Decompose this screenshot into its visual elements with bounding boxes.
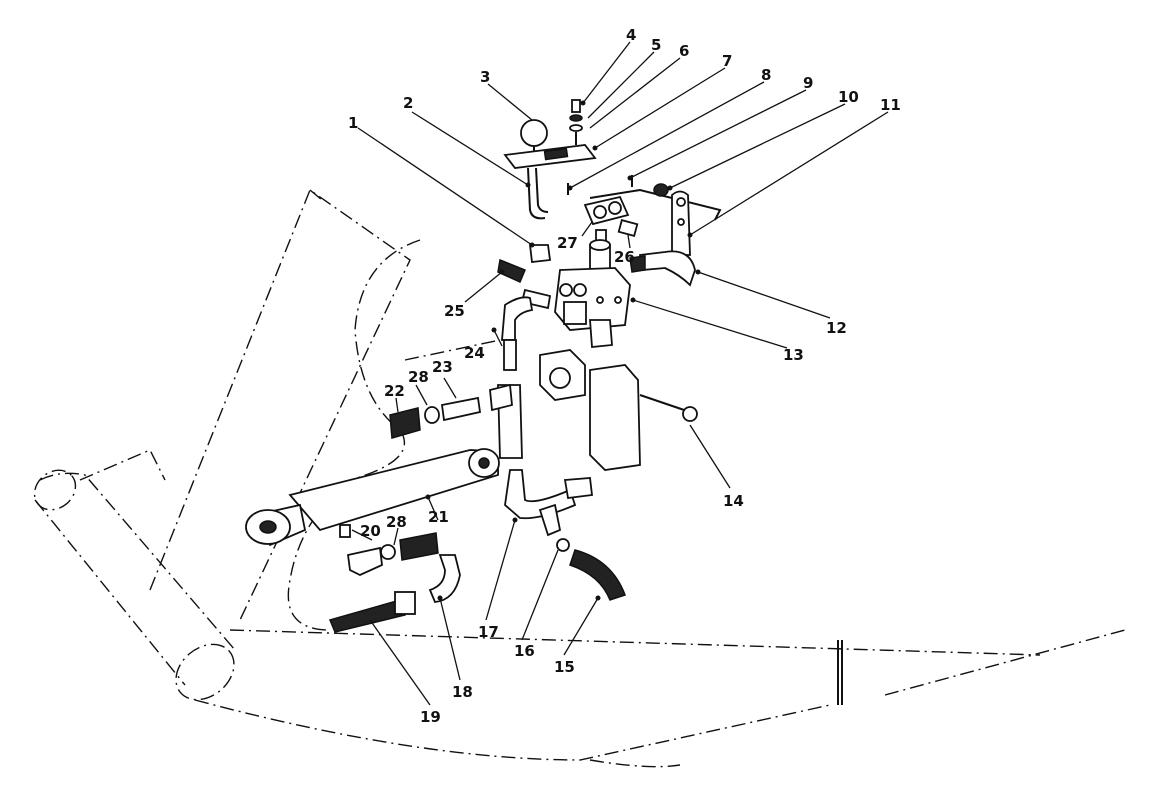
control-valve xyxy=(554,239,631,348)
callout-27: 27 xyxy=(557,234,578,252)
bolt-stack xyxy=(569,99,583,145)
callout-25: 25 xyxy=(444,302,465,320)
mounting-block xyxy=(539,349,698,471)
callout-12: 12 xyxy=(826,319,847,337)
elbow-fitting xyxy=(629,250,696,287)
callout-5: 5 xyxy=(651,36,661,54)
callout-28-upper: 28 xyxy=(408,368,429,386)
callout-11: 11 xyxy=(880,96,901,114)
callout-18: 18 xyxy=(452,683,473,701)
mount-bracket xyxy=(671,190,691,256)
callout-19: 19 xyxy=(420,708,441,726)
callout-4: 4 xyxy=(626,26,636,44)
frame-outline xyxy=(33,188,1126,768)
hydraulic-cylinder xyxy=(245,448,500,547)
callout-22: 22 xyxy=(384,382,405,400)
callout-13: 13 xyxy=(783,346,804,364)
callout-17: 17 xyxy=(478,623,499,641)
callout-16: 16 xyxy=(514,642,535,660)
callout-26: 26 xyxy=(614,248,635,266)
hydraulic-tube xyxy=(489,296,593,537)
callout-14: 14 xyxy=(723,492,744,510)
callout-1: 1 xyxy=(348,114,358,132)
callout-8: 8 xyxy=(761,66,771,84)
callout-24: 24 xyxy=(464,344,485,362)
callout-labels: 1 2 3 4 5 6 7 8 9 10 11 12 13 14 15 16 1… xyxy=(348,26,901,726)
callout-3: 3 xyxy=(480,68,490,86)
leader-lines xyxy=(351,41,889,706)
callout-23: 23 xyxy=(432,358,453,376)
return-hose xyxy=(556,538,626,601)
callout-28-lower: 28 xyxy=(386,513,407,531)
cylinder-fittings xyxy=(346,396,482,576)
cylinder-hose xyxy=(328,554,461,633)
callout-2: 2 xyxy=(403,94,413,112)
callout-6: 6 xyxy=(679,42,689,60)
callout-20: 20 xyxy=(360,522,381,540)
callout-21: 21 xyxy=(428,508,449,526)
clevis-assembly xyxy=(567,175,722,245)
leader-dots xyxy=(425,100,701,601)
callout-9: 9 xyxy=(803,74,813,92)
callout-15: 15 xyxy=(554,658,575,676)
callout-10: 10 xyxy=(838,88,859,106)
control-lever xyxy=(503,119,597,220)
callout-7: 7 xyxy=(722,52,732,70)
